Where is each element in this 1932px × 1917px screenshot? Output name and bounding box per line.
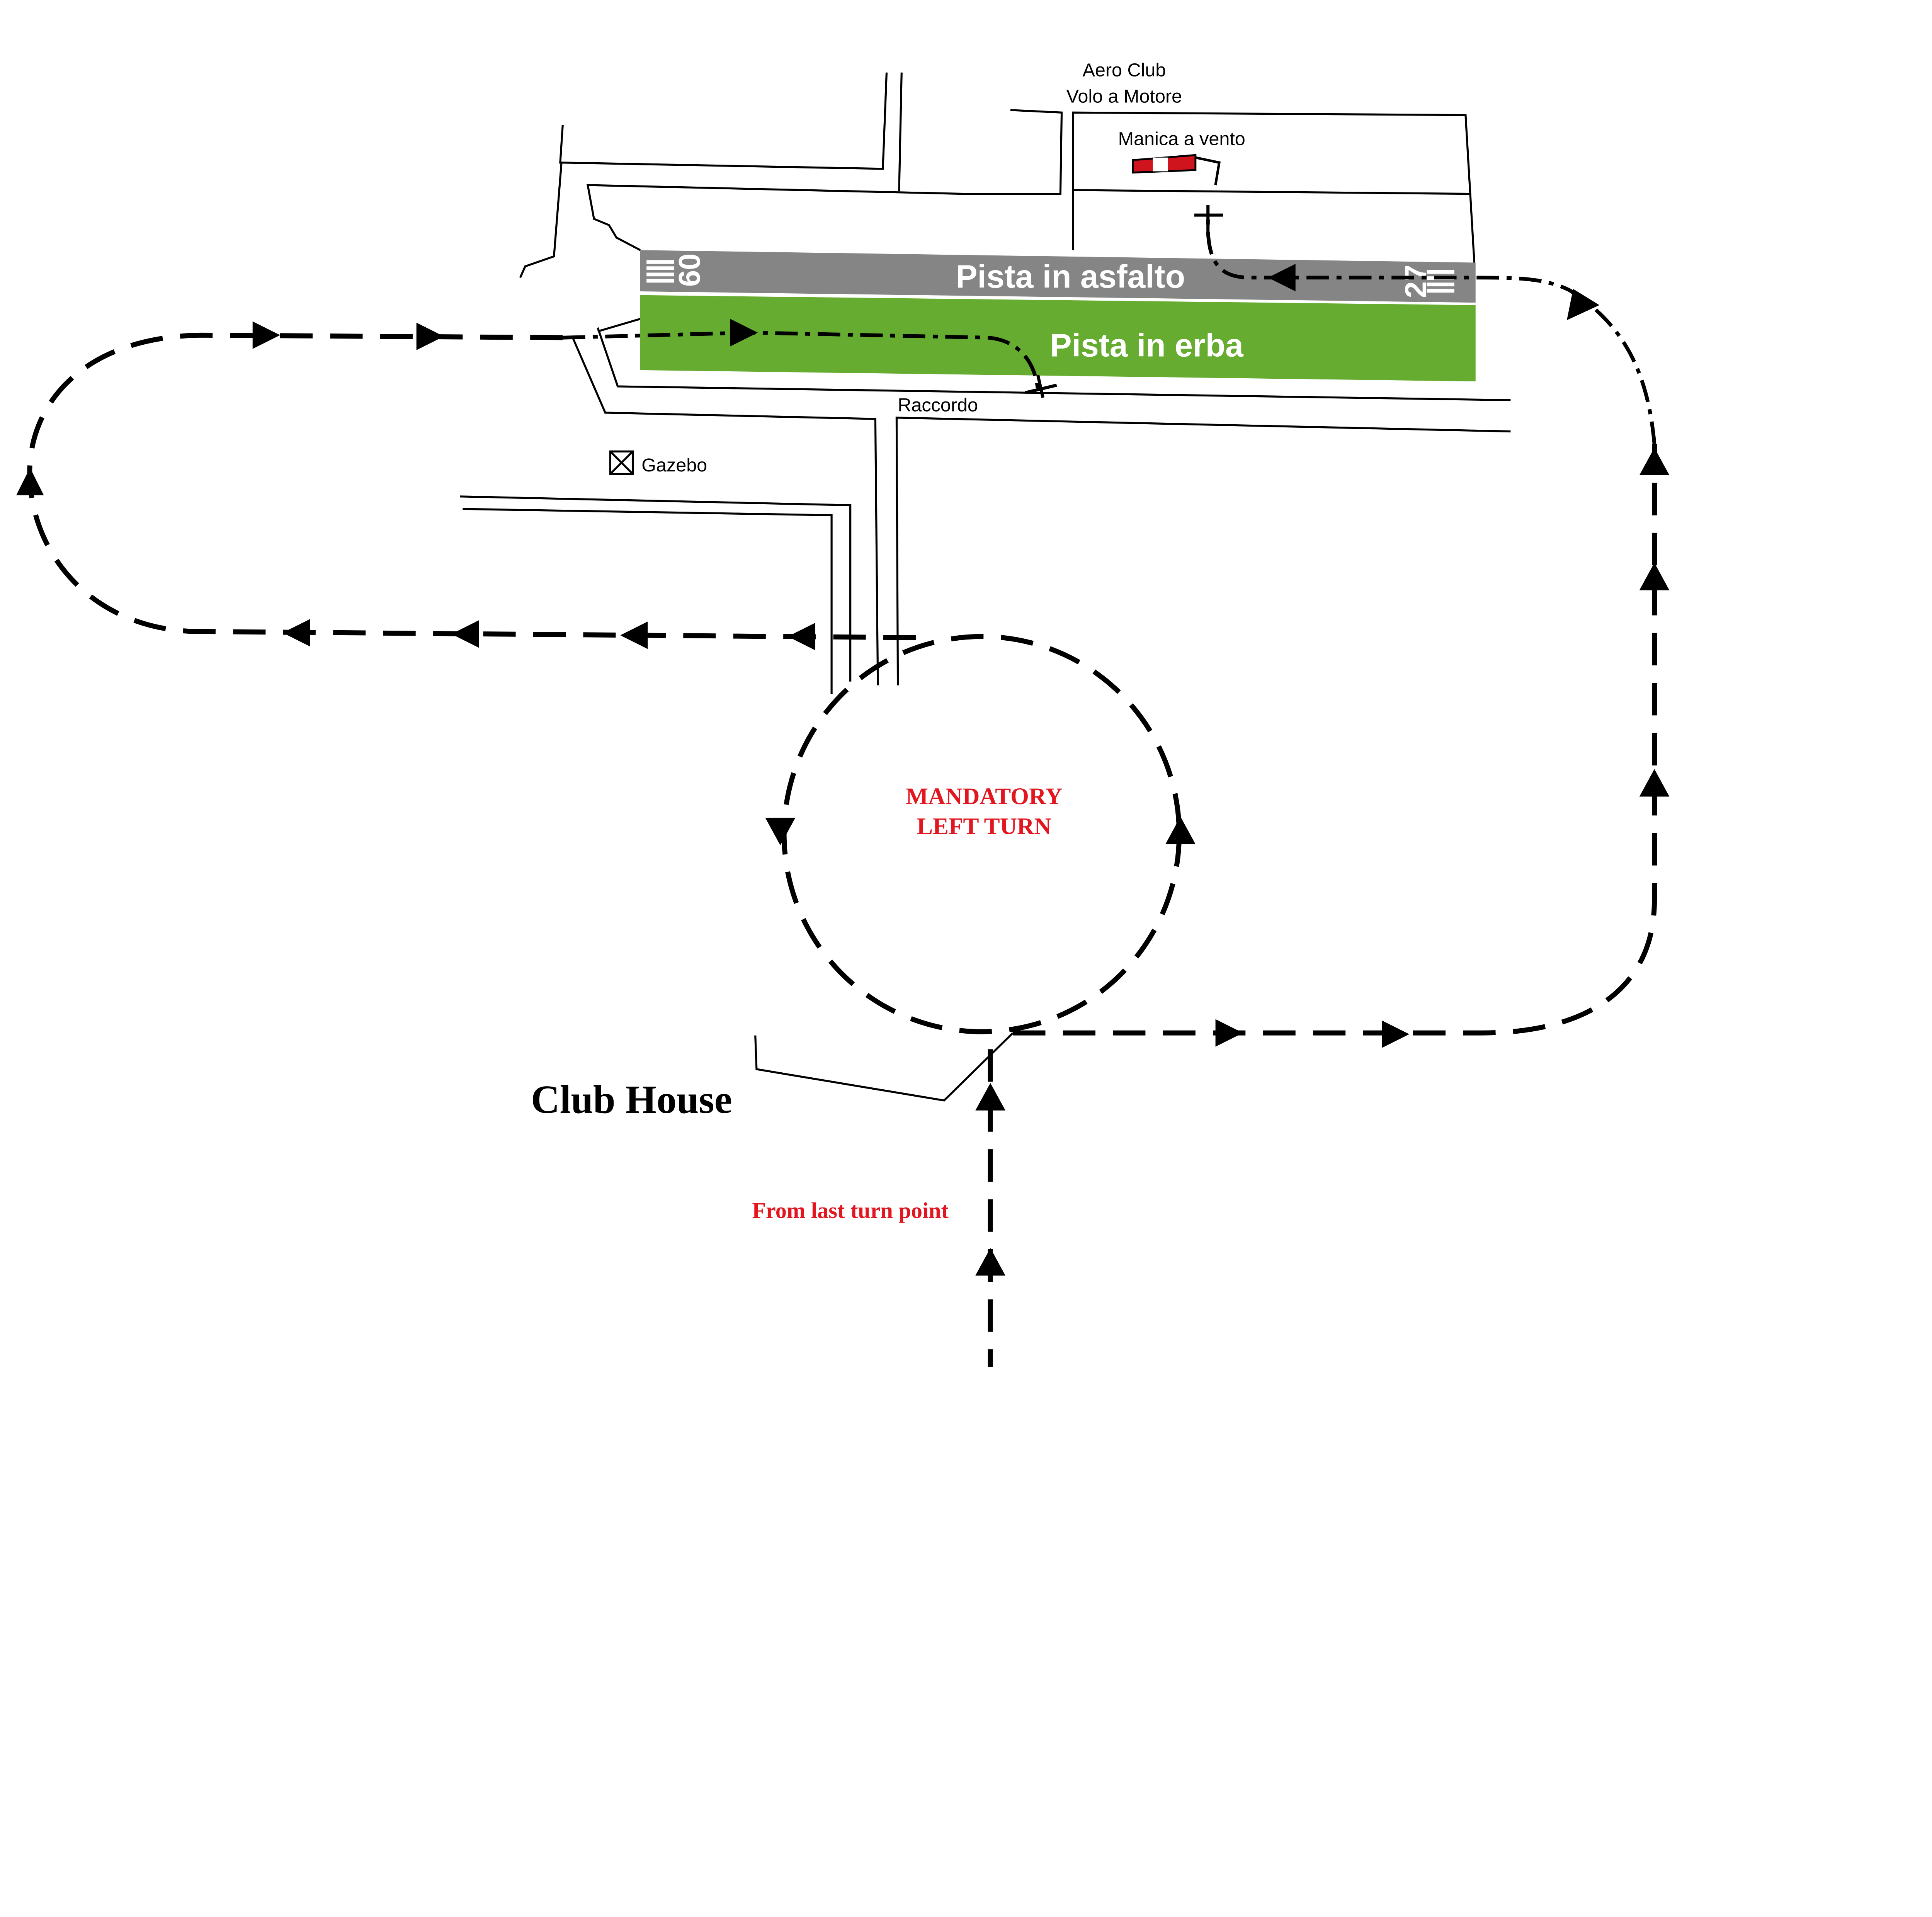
airplane-icon (1025, 374, 1057, 398)
circuit-right-loop (1013, 444, 1657, 1036)
arrow-up-icon (1639, 447, 1670, 475)
threshold-marks-west (646, 260, 674, 283)
arrow-up-icon (1165, 816, 1196, 844)
arrow-left-icon (620, 621, 648, 649)
arrow-right-icon (252, 321, 280, 349)
arrow-left-icon (787, 623, 816, 650)
arrow-left-icon (1268, 264, 1296, 292)
arrow-left-icon (282, 619, 310, 647)
arrow-right-icon (416, 322, 444, 350)
gazebo-label: Gazebo (641, 455, 707, 476)
arrow-right-icon (1215, 1019, 1243, 1047)
from-last-turn-label: From last turn point (752, 1198, 949, 1223)
arrow-left-icon (451, 620, 479, 648)
grass-runway-label: Pista in erba (1050, 327, 1243, 363)
club-house-label: Club House (531, 1078, 732, 1122)
arrow-up-icon (1639, 563, 1670, 590)
mandatory-turn-label: MANDATORY (906, 783, 1062, 810)
arrow-down-icon (765, 818, 796, 845)
gazebo-icon (609, 450, 634, 475)
landing-path-asphalt (1206, 219, 1656, 444)
aero-club-label-2: Volo a Motore (1066, 86, 1182, 107)
airfield-circuit-diagram: 09 27 Pista in asfalto Pista in erba Aer… (16, 60, 1670, 1367)
direction-arrows (16, 264, 1670, 1276)
arrow-up-icon (16, 468, 44, 495)
runway-east-number: 27 (1399, 265, 1432, 298)
aero-club-label: Aero Club (1082, 60, 1166, 80)
road-network (460, 72, 1511, 1102)
arrow-right-icon (1382, 1020, 1410, 1048)
arrow-up-icon (975, 1083, 1005, 1111)
windsock-label: Manica a vento (1118, 128, 1245, 149)
circuit-left-loop (27, 332, 932, 640)
arrow-up-icon (975, 1248, 1005, 1276)
runway-west-number: 09 (672, 253, 706, 287)
arrow-up-icon (1639, 769, 1670, 797)
windsock-icon (1132, 154, 1221, 185)
asphalt-runway (640, 250, 1476, 303)
arrow-up-icon (1567, 289, 1600, 320)
landing-path-grass (563, 330, 1040, 391)
airplane-icon (1194, 205, 1223, 233)
arrow-right-icon (730, 319, 758, 347)
mandatory-turn-label-2: LEFT TURN (917, 813, 1051, 840)
taxiway-label: Raccordo (898, 395, 978, 416)
asphalt-runway-label: Pista in asfalto (956, 258, 1185, 294)
grass-runway (640, 295, 1476, 382)
